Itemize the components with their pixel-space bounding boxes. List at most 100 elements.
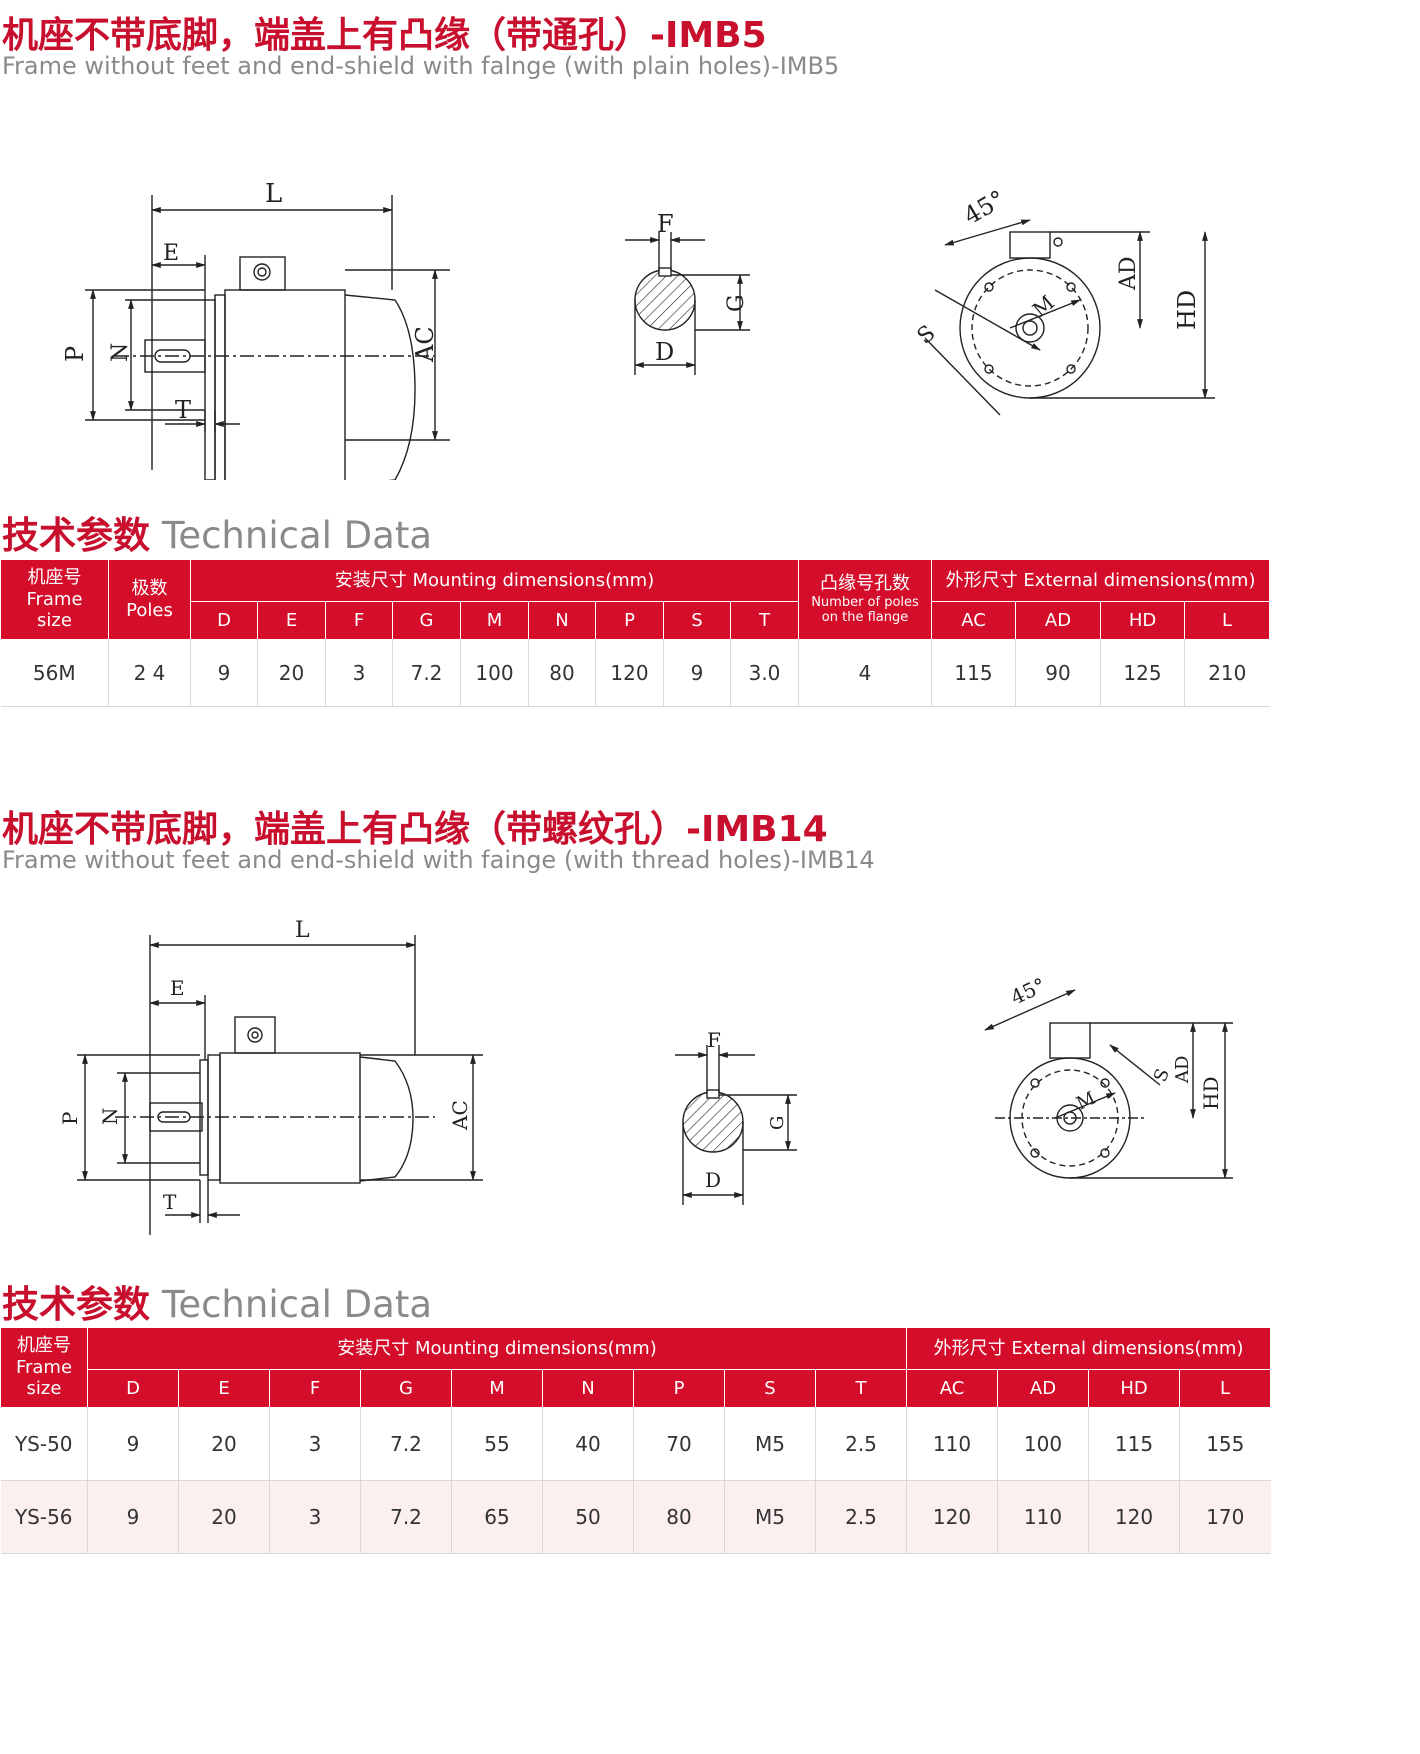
header-mounting: 安装尺寸 Mounting dimensions(mm) [189,559,800,602]
header-flange-cn: 凸缘号孔数 [820,573,911,595]
cell-G: 7.2 [360,1407,452,1481]
col-D: D [87,1369,179,1408]
svg-text:M: M [1073,1088,1099,1115]
cell-T: 2.5 [815,1407,908,1481]
imb5-side-view: L E P N T AC [61,179,450,480]
svg-text:N: N [108,343,133,362]
col-G: G [392,601,461,640]
svg-text:AC: AC [448,1100,472,1131]
header-external: 外形尺寸 External dimensions(mm) [906,1327,1272,1370]
cell-HD: 125 [1100,639,1186,707]
cell-poles: 2 4 [108,639,191,707]
svg-text:T: T [175,396,191,424]
col-M: M [451,1369,543,1408]
cell-E: 20 [257,639,326,707]
cell-AC: 120 [906,1480,999,1554]
svg-text:E: E [163,241,179,266]
col-P: P [595,601,664,640]
col-E: E [257,601,326,640]
cell-M: 100 [460,639,529,707]
imb14-drawing: L E P N T AC F G D 45° S AD [58,918,1233,1235]
imb5-end-view: 45° AD HD M S [913,185,1215,416]
svg-text:HD: HD [1199,1077,1223,1110]
svg-text:AD: AD [1172,1056,1193,1084]
section1-tech-heading: 技术参数 Technical Data [2,505,432,559]
svg-text:AC: AC [411,326,439,363]
cell-S: M5 [724,1480,816,1554]
tech-heading-en: Technical Data [162,1283,433,1326]
svg-text:HD: HD [1173,290,1201,330]
col-HD: HD [1100,601,1186,640]
cell-L: 155 [1179,1407,1271,1481]
cell-D: 9 [190,639,258,707]
section1-title-cn: 机座不带底脚，端盖上有凸缘（带通孔）-IMB5 [2,15,767,56]
cell-D: 9 [87,1407,179,1481]
col-T: T [729,601,800,640]
cell-frame: 56M [0,639,109,707]
col-S: S [724,1369,816,1408]
cell-F: 3 [269,1480,361,1554]
svg-text:AD: AD [1116,256,1141,291]
cell-P: 80 [633,1480,725,1554]
svg-text:E: E [170,976,185,1000]
cell-HD: 120 [1088,1480,1181,1554]
col-L: L [1179,1369,1272,1408]
section1-title-en: Frame without feet and end-shield with f… [2,52,840,80]
cell-flange-holes: 4 [798,639,933,707]
svg-text:45°: 45° [959,185,1010,231]
imb14-end-view: 45° S AD HD M [984,973,1233,1179]
header-poles-cn: 极数 [131,577,168,599]
cell-frame: YS-50 [0,1407,88,1481]
svg-text:T: T [163,1190,177,1214]
cell-N: 80 [528,639,596,707]
header-mounting: 安装尺寸 Mounting dimensions(mm) [86,1327,908,1370]
tech-heading-en: Technical Data [162,514,433,557]
section2-title-en: Frame without feet and end-shield with f… [2,846,875,874]
cell-F: 3 [325,639,393,707]
col-P: P [633,1369,725,1408]
cell-AC: 110 [906,1407,999,1481]
table-row: YS-56 9 20 3 7.2 65 50 80 M5 2.5 120 110… [0,1480,1271,1554]
svg-text:F: F [657,210,674,238]
cell-T: 2.5 [815,1480,908,1554]
cell-frame: YS-56 [0,1480,88,1554]
table-row: YS-50 9 20 3 7.2 55 40 70 M5 2.5 110 100… [0,1407,1271,1481]
cell-P: 70 [633,1407,725,1481]
cell-E: 20 [178,1480,270,1554]
col-AC: AC [931,601,1017,640]
col-N: N [528,601,596,640]
header-frame-cn: 机座号 [27,567,82,589]
svg-text:G: G [724,294,749,312]
tech-heading-cn: 技术参数 [2,514,150,557]
cell-N: 50 [542,1480,634,1554]
cell-L: 170 [1179,1480,1271,1554]
cell-F: 3 [269,1407,361,1481]
cell-HD: 115 [1088,1407,1181,1481]
svg-text:S: S [913,321,941,350]
section2-tech-heading: 技术参数 Technical Data [2,1274,432,1328]
svg-text:L: L [295,918,310,943]
col-M: M [460,601,529,640]
svg-text:N: N [98,1108,122,1126]
svg-text:L: L [265,179,282,209]
cell-M: 65 [451,1480,543,1554]
cell-L: 210 [1184,639,1270,707]
header-flange-en: Number of poles on the flange [811,594,919,626]
col-AD: AD [997,1369,1090,1408]
col-T: T [814,1369,908,1408]
cell-G: 7.2 [360,1480,452,1554]
cell-S: 9 [663,639,731,707]
tech-heading-cn: 技术参数 [2,1283,150,1326]
header-external: 外形尺寸 External dimensions(mm) [931,559,1271,602]
svg-text:M: M [1028,290,1059,322]
header-poles-en: Poles [126,599,173,621]
svg-text:G: G [767,1116,788,1130]
imb5-shaft-section: F G D [625,210,750,375]
cell-T: 3.0 [730,639,800,707]
